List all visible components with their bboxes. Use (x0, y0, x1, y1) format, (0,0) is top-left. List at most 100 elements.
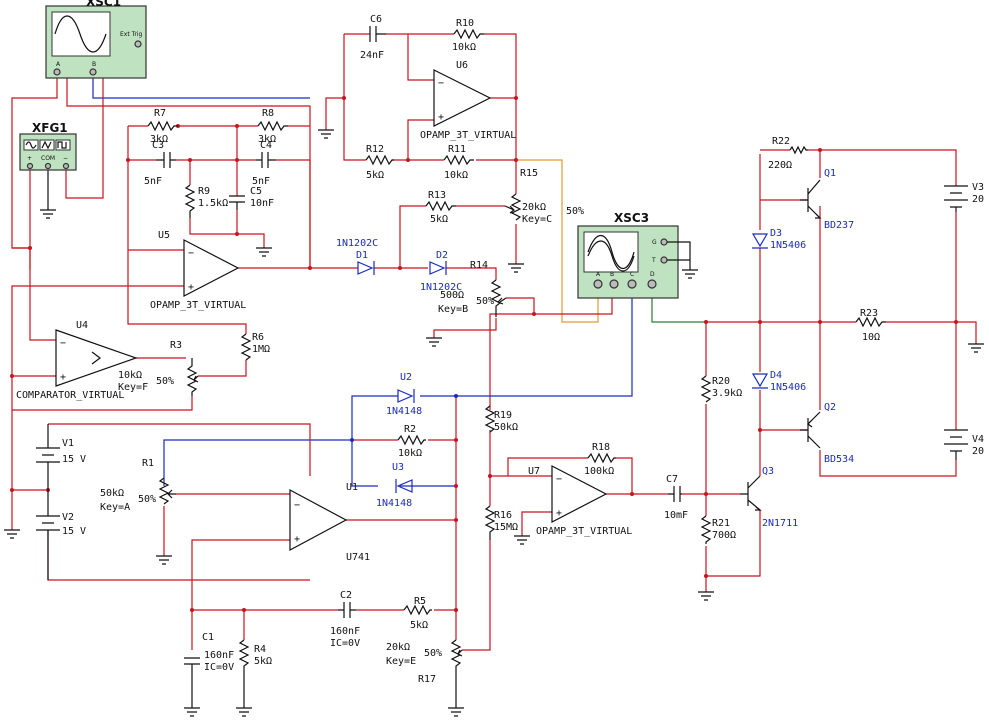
d2-ref: D2 (436, 250, 448, 261)
u3-ref: U3 (392, 462, 404, 473)
oscilloscope-xsc1[interactable]: XSC1 Ext Trig A B (45, 0, 147, 79)
xsc3-term-t: T (651, 257, 656, 264)
c3-value: 5nF (144, 176, 162, 187)
r3-key: Key=F (118, 382, 148, 393)
ground-symbols (4, 129, 984, 717)
d4-model: 1N5406 (770, 382, 806, 393)
pot-r17[interactable]: R17 20kΩ 50% Key=E (386, 639, 463, 685)
xfg1-plus: + (27, 155, 32, 162)
xsc1-ext-trig: Ext Trig (120, 31, 143, 38)
r17-key: Key=E (386, 656, 416, 667)
r7-value: 3kΩ (150, 134, 168, 145)
pot-r1[interactable]: R1 50kΩ 50% Key=A (100, 458, 176, 513)
c6-ref: C6 (370, 14, 382, 25)
v3-value: 20 (972, 194, 984, 205)
u6-model: OPAMP_3T_VIRTUAL (420, 130, 516, 141)
v2-value: 15 V (62, 526, 86, 537)
v3-ref: V3 (972, 182, 984, 193)
d3-model: 1N5406 (770, 240, 806, 251)
r2-ref: R2 (404, 424, 416, 435)
r1-pct: 50% (138, 494, 156, 505)
r23-value: 10Ω (862, 332, 880, 343)
r20-ref: R20 (712, 376, 730, 387)
xsc1-label: XSC1 (86, 0, 121, 9)
xfg1-com: COM (41, 155, 55, 162)
u4-model: COMPARATOR_VIRTUAL (16, 390, 124, 401)
wire-pct-label: 50% (566, 206, 584, 217)
r1-ref: R1 (142, 458, 154, 469)
transistors: Q1 BD237 Q2 BD534 Q3 2N1711 (740, 168, 854, 529)
xsc3-term-d: D (650, 271, 655, 278)
opamp-u5: − + U5 OPAMP_3T_VIRTUAL (150, 230, 246, 311)
r21-ref: R21 (712, 518, 730, 529)
r7-ref: R7 (154, 108, 166, 119)
c3-ref: C3 (152, 140, 164, 151)
q3-model: 2N1711 (762, 518, 798, 529)
xsc3-term-g: G (652, 239, 657, 246)
r15-value: 20kΩ (522, 202, 546, 213)
r15-ref: R15 (520, 168, 538, 179)
r12-ref: R12 (366, 144, 384, 155)
d3-ref: D3 (770, 228, 782, 239)
r12-value: 5kΩ (366, 170, 384, 181)
c1-value: 160nF (204, 650, 234, 661)
c2-value: 160nF (330, 626, 360, 637)
r14-key: Key=B (438, 304, 468, 315)
pot-r14[interactable]: R14 500Ω 50% Key=B (438, 260, 507, 317)
r18-value: 100kΩ (584, 466, 614, 477)
svg-text:−: − (294, 500, 300, 511)
v4-ref: V4 (972, 434, 984, 445)
u6-ref: U6 (456, 60, 468, 71)
svg-text:−: − (556, 474, 562, 485)
d1-model: 1N1202C (336, 238, 378, 249)
v4-value: 20 (972, 446, 984, 457)
c6-value: 24nF (360, 50, 384, 61)
pot-r3[interactable]: R3 10kΩ 50% Key=F (118, 340, 199, 396)
u1-model: U741 (346, 552, 370, 563)
r9-value: 1.5kΩ (198, 198, 228, 209)
r17-ref: R17 (418, 674, 436, 685)
r8-ref: R8 (262, 108, 274, 119)
u1-ref: U1 (346, 482, 358, 493)
pot-r15[interactable]: R15 20kΩ Key=C (504, 168, 552, 225)
r22-value: 220Ω (768, 160, 792, 171)
xfg1-minus: − (63, 155, 68, 162)
r23-ref: R23 (860, 308, 878, 319)
c5-ref: C5 (250, 186, 262, 197)
function-generator-xfg1[interactable]: XFG1 + COM − (19, 121, 77, 171)
resistors: R7 3kΩ R8 3kΩ R9 1.5kΩ R10 10kΩ R12 5kΩ … (147, 18, 886, 670)
r13-ref: R13 (428, 190, 446, 201)
r19-value: 50kΩ (494, 422, 518, 433)
v2-ref: V2 (62, 512, 74, 523)
capacitors: C6 24nF C3 5nF C4 5nF C5 10nF C2 160nF I… (144, 14, 688, 680)
wires (11, 33, 977, 651)
c7-value: 10mF (664, 510, 688, 521)
r6-ref: R6 (252, 332, 264, 343)
u5-ref: U5 (158, 230, 170, 241)
v1-ref: V1 (62, 438, 74, 449)
xsc3-term-a: A (596, 271, 601, 278)
r10-value: 10kΩ (452, 42, 476, 53)
v1-value: 15 V (62, 454, 86, 465)
r20-value: 3.9kΩ (712, 388, 742, 399)
r19-ref: R19 (494, 410, 512, 421)
c1-ref: C1 (202, 632, 214, 643)
potentiometers[interactable]: R15 20kΩ Key=C 50% R14 500Ω 50% Key=B R3… (100, 168, 584, 685)
r8-value: 3kΩ (258, 134, 276, 145)
comparator-u4: − + U4 COMPARATOR_VIRTUAL (16, 320, 138, 401)
svg-text:+: + (556, 508, 562, 519)
d4-ref: D4 (770, 370, 782, 381)
svg-text:−: − (438, 78, 444, 89)
u2-model: 1N4148 (386, 406, 422, 417)
r18-ref: R18 (592, 442, 610, 453)
r3-value: 10kΩ (118, 370, 142, 381)
svg-text:−: − (188, 248, 194, 259)
r22-ref: R22 (772, 136, 790, 147)
r21-value: 700Ω (712, 530, 736, 541)
oscilloscope-xsc3[interactable]: XSC3 G T A B C D (577, 211, 691, 299)
xsc3-term-b: B (610, 271, 614, 278)
r13-value: 5kΩ (430, 214, 448, 225)
q1-ref: Q1 (824, 168, 836, 179)
u7-ref: U7 (528, 466, 540, 477)
u5-model: OPAMP_3T_VIRTUAL (150, 300, 246, 311)
